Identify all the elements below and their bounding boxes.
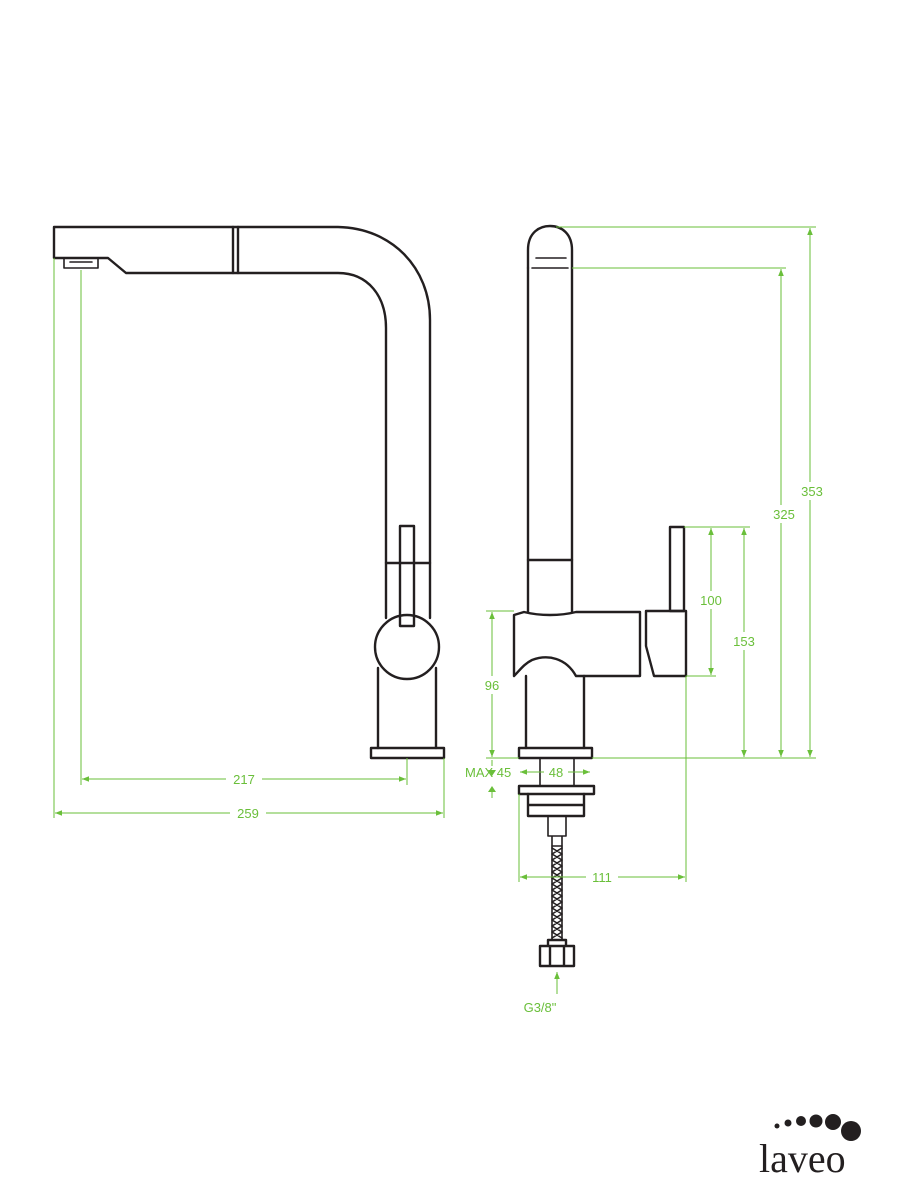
dim-label-100: 100 [700,593,722,608]
laveo-logo: laveo [759,1114,861,1181]
side-mounting-plate [517,784,596,796]
logo-wordmark: laveo [759,1136,846,1181]
logo-dot [774,1123,780,1129]
logo-dot [784,1119,792,1127]
side-mounting-nut [526,792,586,818]
dim-label-48: 48 [549,765,563,780]
side-spout-outlet [531,257,569,269]
logo-dot [809,1114,823,1128]
side-mixer-body [512,610,642,678]
side-spout-head [526,224,574,270]
logo-dot [841,1121,861,1141]
front-handle-lever [398,524,416,628]
front-view-faucet [52,225,446,760]
side-handle-lever [668,525,686,613]
side-hose [551,845,563,941]
front-pullout-joint [231,225,240,275]
logo-dot [825,1114,841,1130]
side-lower-body [524,674,586,750]
front-spout-outline [52,225,432,620]
front-aerator [63,257,99,269]
dim-label-max45: MAX 45 [465,765,511,780]
dimension-lines: 217 259 353 325 153 100 96 [53,226,830,1015]
dim-label-217: 217 [233,772,255,787]
side-hose-braid [551,847,563,939]
front-base-plate [369,746,446,760]
front-lower-body [376,666,438,750]
front-handle-knob [373,613,441,681]
side-view-faucet [512,224,688,968]
side-base-plate [517,746,594,760]
dim-label-353: 353 [801,484,823,499]
dim-arrow-max45-bottom [488,786,496,792]
dim-label-96: 96 [485,678,499,693]
dim-label-153: 153 [733,634,755,649]
side-hose-connector [547,815,567,847]
dim-label-thread: G3/8" [524,1000,557,1015]
side-column [526,266,574,614]
dim-label-325: 325 [773,507,795,522]
side-cartridge-block [644,609,688,678]
dim-label-259: 259 [237,806,259,821]
dim-label-111: 111 [592,870,612,885]
logo-dot [796,1116,806,1126]
side-hose-end-nut [538,938,576,968]
